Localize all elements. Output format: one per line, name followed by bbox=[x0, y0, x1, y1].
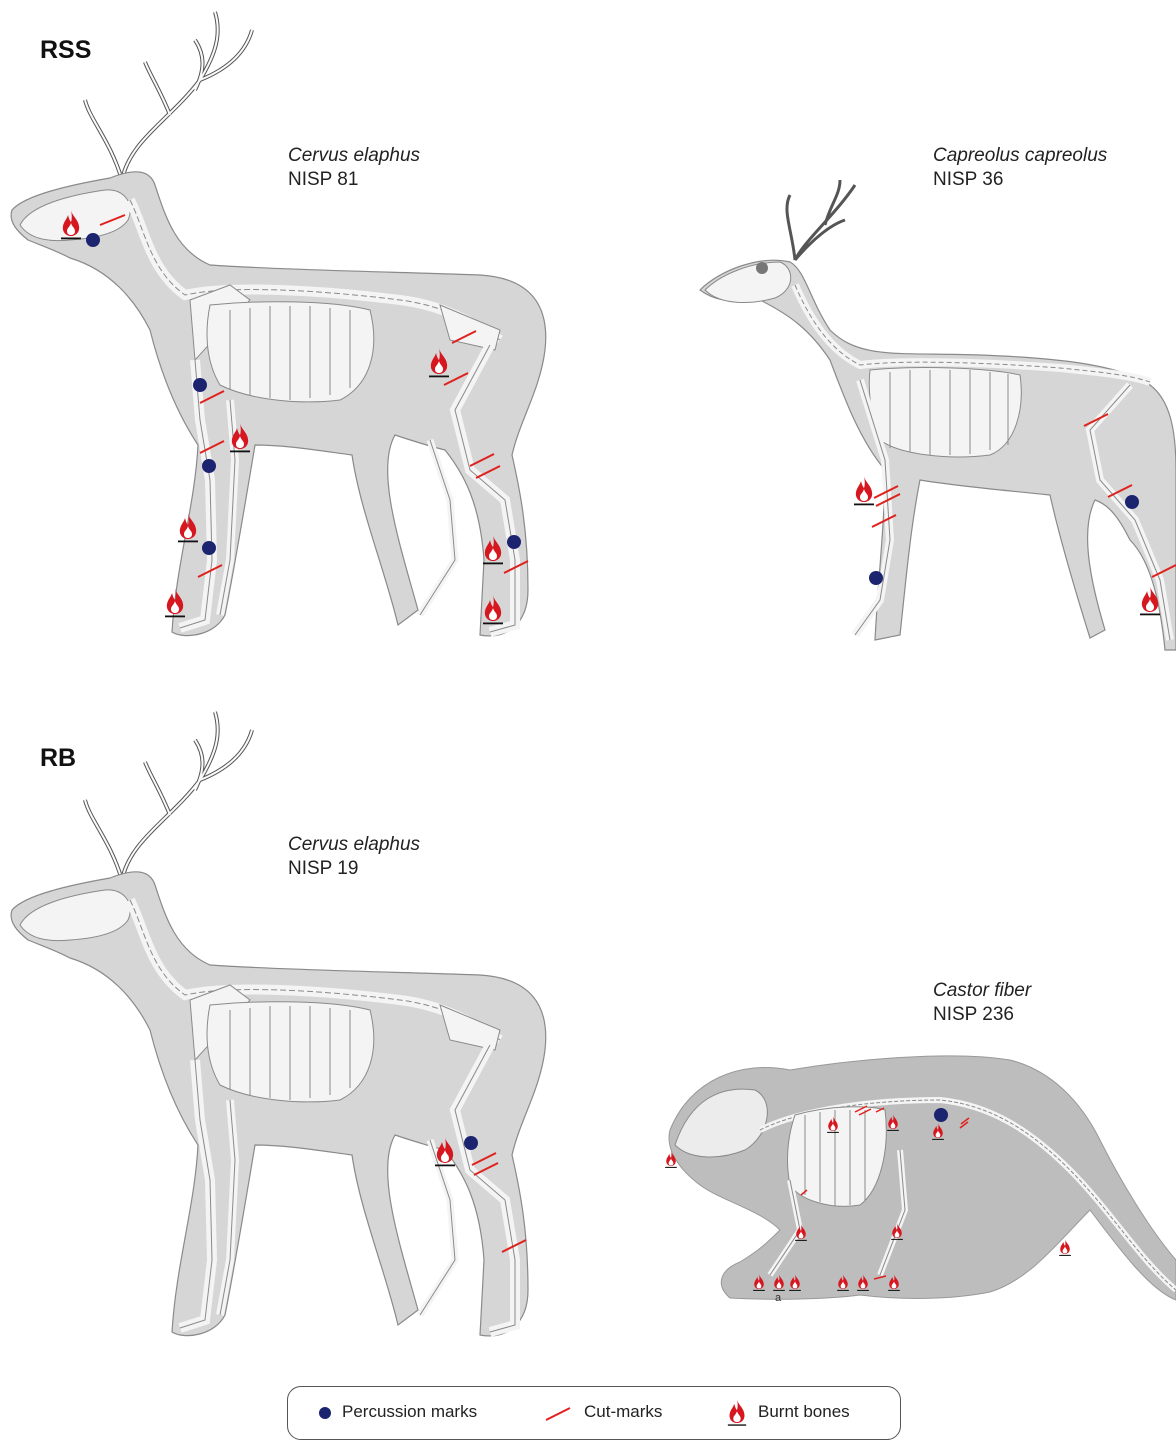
beaver-annotation-a: a bbox=[775, 1292, 781, 1304]
dot-icon bbox=[318, 1406, 332, 1420]
species-label-beaver-rb: Castor fiber NISP 236 bbox=[933, 979, 1031, 1027]
legend-label: Cut-marks bbox=[584, 1402, 662, 1421]
legend-item-cut: Cut-marks bbox=[544, 1402, 662, 1422]
species-nisp: NISP 236 bbox=[933, 1003, 1031, 1027]
species-label-red-deer-rb: Cervus elaphus NISP 19 bbox=[288, 833, 420, 881]
cut-line-icon bbox=[544, 1406, 574, 1422]
species-name: Capreolus capreolus bbox=[933, 144, 1107, 168]
species-label-roe-deer-rss: Capreolus capreolus NISP 36 bbox=[933, 144, 1107, 192]
flame-icon bbox=[726, 1398, 748, 1426]
red-deer-rss bbox=[11, 12, 546, 636]
legend: Percussion marks Cut-marks Burnt bones bbox=[287, 1386, 901, 1440]
legend-label: Percussion marks bbox=[342, 1402, 477, 1421]
species-nisp: NISP 36 bbox=[933, 168, 1107, 192]
species-name: Cervus elaphus bbox=[288, 144, 420, 168]
species-nisp: NISP 19 bbox=[288, 857, 420, 881]
beaver-rb bbox=[669, 1056, 1176, 1300]
legend-label: Burnt bones bbox=[758, 1402, 850, 1421]
legend-item-burnt: Burnt bones bbox=[726, 1402, 850, 1422]
species-name: Cervus elaphus bbox=[288, 833, 420, 857]
panel-label-rb: RB bbox=[40, 744, 76, 773]
species-label-red-deer-rss: Cervus elaphus NISP 81 bbox=[288, 144, 420, 192]
species-nisp: NISP 81 bbox=[288, 168, 420, 192]
legend-item-percussion: Percussion marks bbox=[318, 1402, 477, 1422]
species-name: Castor fiber bbox=[933, 979, 1031, 1003]
panel-label-rss: RSS bbox=[40, 36, 91, 65]
red-deer-rb bbox=[11, 712, 546, 1336]
